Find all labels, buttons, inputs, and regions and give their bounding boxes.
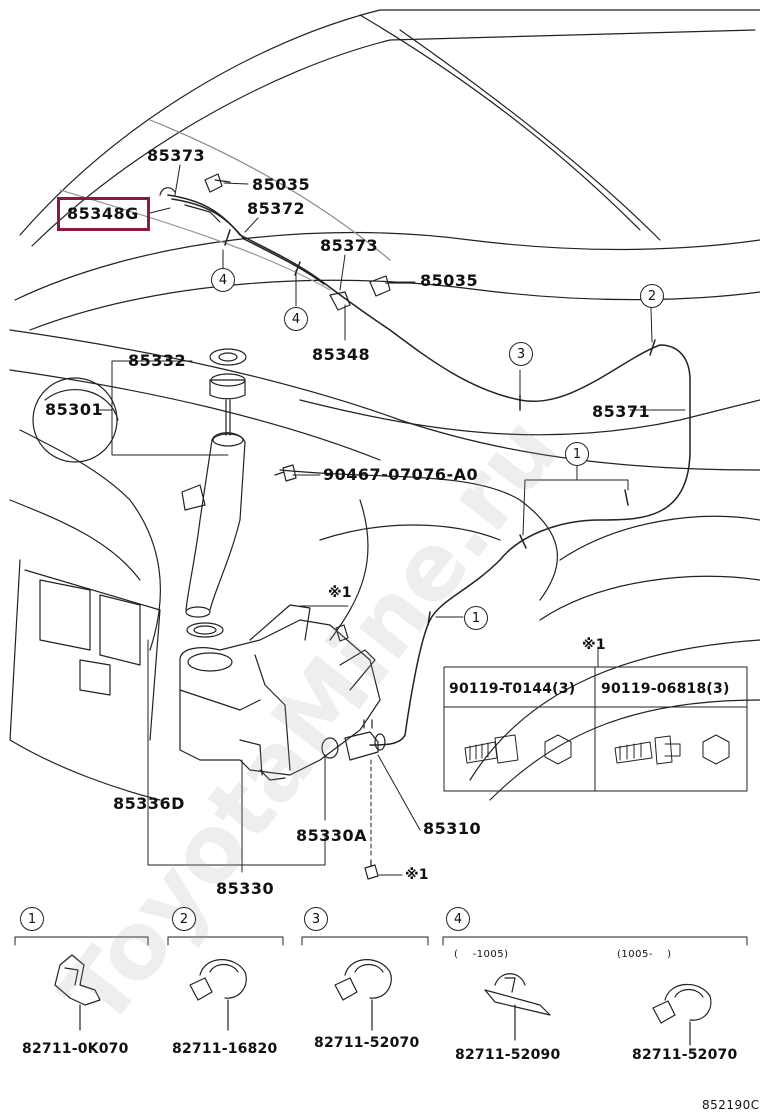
label-85301[interactable]: 85301 (45, 400, 104, 419)
label-85373-top[interactable]: 85373 (147, 146, 206, 165)
nozzle-top (159, 173, 231, 223)
reference-mark-3: ※1 (405, 867, 429, 883)
callout-3: 3 (509, 342, 533, 366)
clip-4-range-a: ( -1005) (454, 949, 509, 960)
label-85348G[interactable]: 85348G (67, 204, 139, 223)
label-85372[interactable]: 85372 (247, 199, 306, 218)
clip-headers (14, 936, 748, 946)
clip-4-range-b: (1005- ) (617, 949, 672, 960)
nozzle-mid (329, 275, 411, 311)
leader-lines (97, 164, 686, 876)
reference-mark-1: ※1 (328, 585, 352, 601)
clip-3-callout: 3 (304, 907, 328, 931)
bolt-table (443, 666, 748, 792)
clip-3-part[interactable]: 82711-52070 (314, 1035, 420, 1051)
body-outline (9, 329, 760, 801)
label-85336D[interactable]: 85336D (113, 794, 185, 813)
clip-1-callout: 1 (20, 907, 44, 931)
tank-gasket (186, 622, 224, 638)
label-85330[interactable]: 85330 (216, 879, 275, 898)
clip-2-callout: 2 (172, 907, 196, 931)
bolt-table-col-1[interactable]: 90119-T0144(3) (449, 681, 576, 697)
clip-4b-part[interactable]: 82711-52070 (632, 1047, 738, 1063)
filler-neck (181, 348, 247, 618)
washer-tank (179, 604, 381, 781)
callout-4-b: 4 (284, 307, 308, 331)
figure-code: 852190C (702, 1098, 760, 1112)
clip-2-part[interactable]: 82711-16820 (172, 1041, 278, 1057)
clip-4a-part[interactable]: 82711-52090 (455, 1047, 561, 1063)
clip-3 (334, 959, 392, 1031)
clip-4-callout: 4 (446, 907, 470, 931)
label-85035-top[interactable]: 85035 (252, 175, 311, 194)
reference-mark-2: ※1 (582, 637, 606, 653)
highlighted-part-box (57, 197, 150, 231)
hood-outline (14, 9, 760, 331)
clip-4a (484, 973, 551, 1041)
label-85371[interactable]: 85371 (592, 402, 651, 421)
callout-2: 2 (640, 284, 664, 308)
callout-4-a: 4 (211, 268, 235, 292)
bolt-table-col-2[interactable]: 90119-06818(3) (601, 681, 730, 697)
screws (274, 464, 379, 880)
clip-4b (652, 983, 712, 1046)
label-85348[interactable]: 85348 (312, 345, 371, 364)
clip-2 (189, 959, 247, 1031)
washer-hose (167, 194, 691, 746)
label-85332[interactable]: 85332 (128, 351, 187, 370)
clip-1 (54, 954, 101, 1031)
clip-1-part[interactable]: 82711-0K070 (22, 1041, 129, 1057)
washer-pump (321, 719, 386, 761)
label-85330A[interactable]: 85330A (296, 826, 368, 845)
label-85373-mid[interactable]: 85373 (320, 236, 379, 255)
label-85310[interactable]: 85310 (423, 819, 482, 838)
callout-1-b: 1 (464, 606, 488, 630)
label-85035-mid[interactable]: 85035 (420, 271, 479, 290)
callout-1-a: 1 (565, 442, 589, 466)
label-90467-07076-A0[interactable]: 90467-07076-A0 (323, 465, 479, 484)
